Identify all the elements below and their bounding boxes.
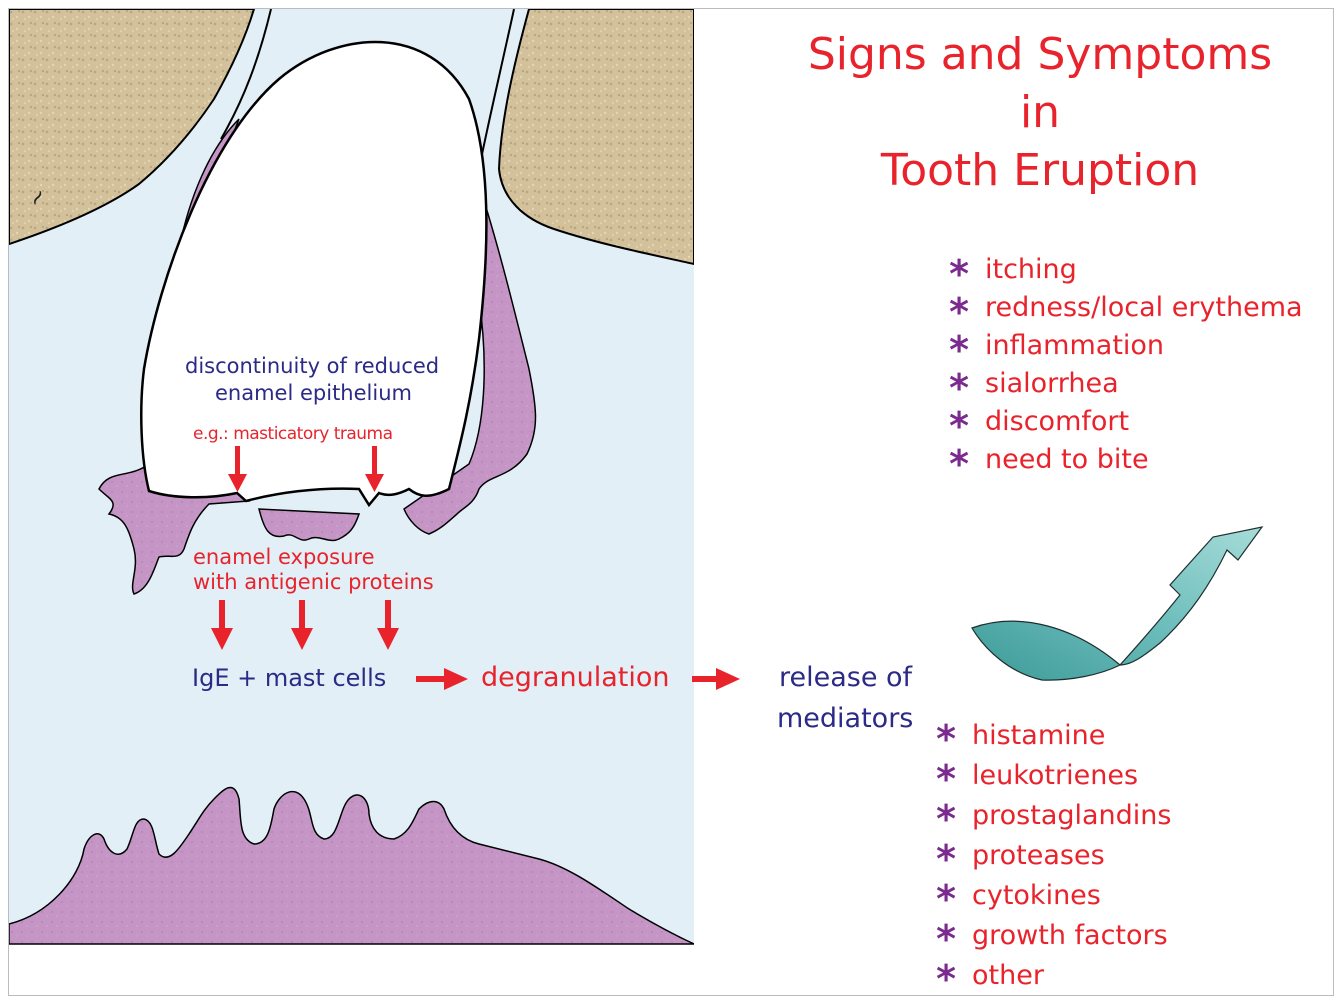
down-arrow-icon xyxy=(211,600,233,650)
right-arrow-icon xyxy=(692,668,740,690)
down-arrow-icon xyxy=(365,446,384,492)
right-arrow-icon xyxy=(416,668,468,690)
down-arrow-icon xyxy=(228,446,247,492)
down-arrow-icon xyxy=(291,600,313,650)
down-arrow-icon xyxy=(377,600,399,650)
curved-arrow-icon xyxy=(960,515,1270,685)
